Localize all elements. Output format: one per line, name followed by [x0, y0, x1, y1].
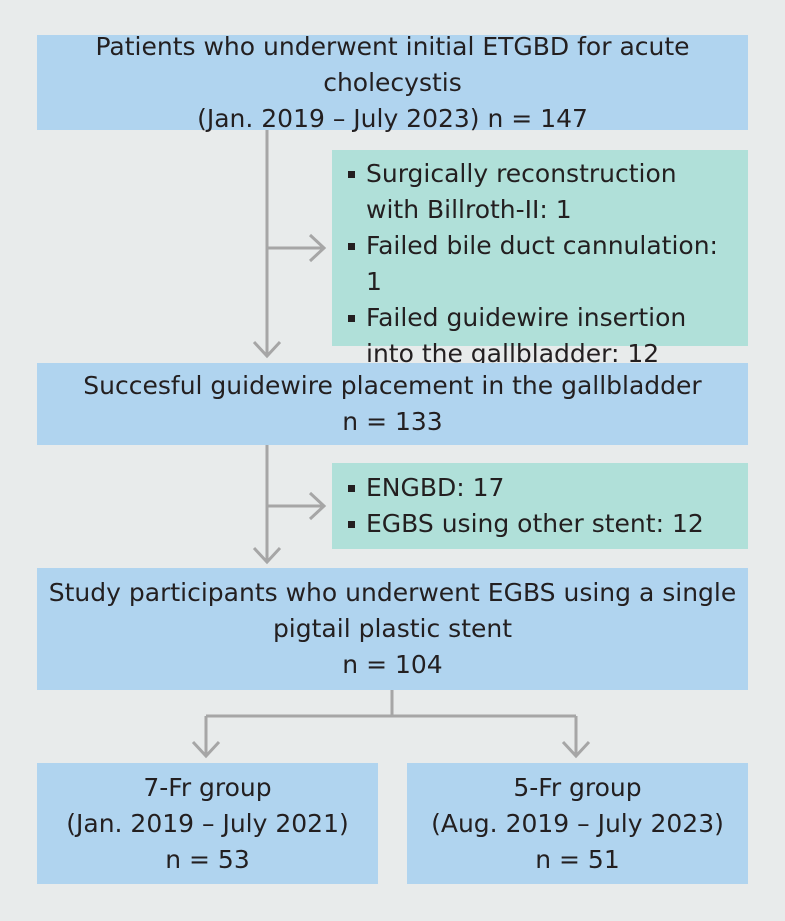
box-exclusion-1: Surgically reconstruction with Billroth-…: [332, 150, 748, 368]
initial-line1: Patients who underwent initial ETGBD for…: [95, 31, 690, 97]
box-study-participants: Study participants who underwent EGBS us…: [37, 568, 748, 690]
group5-line1: 5-Fr group: [513, 772, 642, 802]
participants-line2: pigtail plastic stent: [272, 614, 513, 643]
box-guidewire-placement: Succesful guidewire placement in the gal…: [37, 363, 748, 445]
box-initial-patients: Patients who underwent initial ETGBD for…: [37, 32, 748, 133]
participants-line1: Study participants who underwent EGBS us…: [48, 578, 737, 607]
group7-line2: (Jan. 2019 – July 2021): [66, 808, 349, 838]
group5-line3: n = 51: [535, 844, 620, 874]
group7-line1: 7-Fr group: [143, 772, 272, 802]
box-exclusion-2: ENGBD: 17 EGBS using other stent: 12: [332, 463, 748, 549]
participants-line3: n = 104: [342, 650, 443, 679]
exclusion1-item: Failed guidewire insertion into the gall…: [346, 300, 738, 372]
guidewire-line2: n = 133: [342, 407, 443, 436]
box-5fr-group: 5-Fr group (Aug. 2019 – July 2023) n = 5…: [407, 763, 748, 884]
group5-line2: (Aug. 2019 – July 2023): [431, 808, 724, 838]
exclusion1-item: Failed bile duct cannulation: 1: [346, 228, 738, 300]
initial-line2: (Jan. 2019 – July 2023) n = 147: [197, 103, 588, 133]
guidewire-line1: Succesful guidewire placement in the gal…: [83, 371, 702, 400]
box-7fr-group: 7-Fr group (Jan. 2019 – July 2021) n = 5…: [37, 763, 378, 884]
exclusion2-item: EGBS using other stent: 12: [346, 506, 738, 542]
group7-line3: n = 53: [165, 844, 250, 874]
exclusion2-item: ENGBD: 17: [346, 470, 738, 506]
exclusion1-item: Surgically reconstruction with Billroth-…: [346, 156, 738, 228]
